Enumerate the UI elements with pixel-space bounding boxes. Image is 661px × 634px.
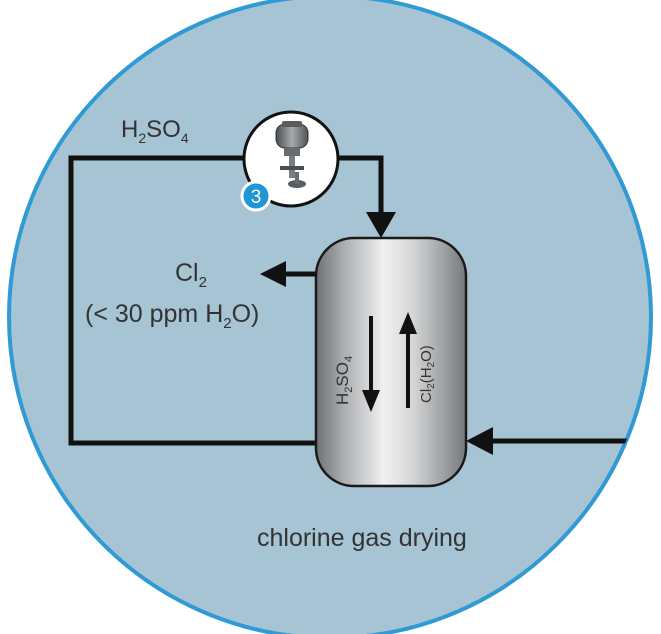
acid-recycle-line bbox=[68, 155, 316, 446]
diagram-caption: chlorine gas drying bbox=[257, 524, 467, 552]
outlet-cl-label: Cl2 bbox=[175, 259, 207, 291]
outlet-ppm-label: (< 30 ppm H2O) bbox=[85, 300, 259, 332]
column-acid-label: H2SO4 bbox=[333, 356, 355, 405]
instrument-badge bbox=[240, 180, 272, 212]
gas-up-arrowhead bbox=[399, 312, 417, 334]
outlet-arrowhead bbox=[260, 261, 286, 287]
column-gas-label: Cl2(H2O) bbox=[418, 345, 437, 403]
acid-feed-arrowhead bbox=[366, 212, 396, 238]
level-transmitter-icon bbox=[275, 121, 309, 188]
acid-down-arrowhead bbox=[362, 390, 380, 412]
acid-label: H2SO4 bbox=[121, 116, 189, 146]
instrument-badge-number: 3 bbox=[251, 187, 262, 208]
gas-inlet-arrowhead bbox=[466, 427, 493, 455]
drying-column bbox=[314, 236, 468, 488]
acid-feed-line bbox=[332, 155, 384, 214]
